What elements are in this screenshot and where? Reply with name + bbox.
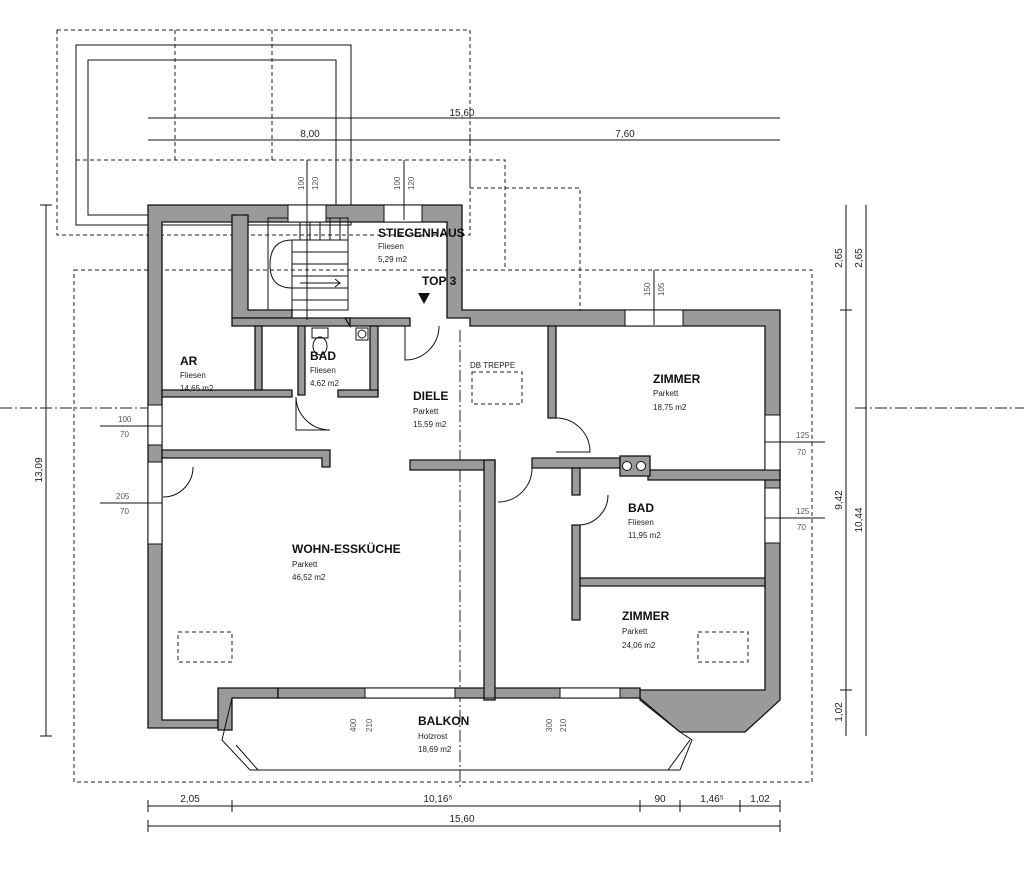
dim-top-left: 8,00 [300, 129, 320, 140]
doors [162, 325, 609, 526]
note-b1-top: 400 [349, 718, 358, 732]
note-l2-bot: 70 [120, 507, 129, 516]
room-ar-floor: Fliesen [180, 371, 206, 380]
note-r2-bot: 70 [797, 523, 806, 532]
entrance-arrow-icon [418, 293, 430, 304]
note-r1-bot: 70 [797, 448, 806, 457]
note-l2-top: 205 [116, 492, 130, 501]
room-zimmer2-name: ZIMMER [622, 609, 670, 623]
note-r1-top: 125 [796, 431, 810, 440]
note-l1-bot: 70 [120, 430, 129, 439]
room-zimmer2-area: 24,06 m2 [622, 641, 656, 650]
left-dimensions: 13,09 [34, 204, 52, 737]
room-ar-area: 14,65 m2 [180, 384, 214, 393]
dim-right-a: 2,65 [834, 248, 845, 268]
balcony [221, 697, 693, 771]
room-stiegenhaus-floor: Fliesen [378, 242, 404, 251]
upper-floor-outline [56, 29, 813, 783]
room-bad2-area: 11,95 m2 [628, 531, 661, 540]
room-balkon-name: BALKON [418, 714, 469, 728]
dim-bottom-d: 1,46⁵ [700, 794, 724, 805]
axis-lines [0, 330, 1024, 790]
note-w1-top: 100 [297, 176, 306, 190]
top-label: TOP 3 [422, 274, 457, 288]
room-zimmer2-floor: Parkett [622, 627, 648, 636]
bottom-dimensions: 2,05 10,16⁵ 90 1,46⁵ 1,02 15,60 [147, 794, 781, 832]
note-r2-top: 125 [796, 507, 810, 516]
room-wohn-floor: Parkett [292, 560, 318, 569]
room-ar-name: AR [180, 354, 198, 368]
note-w3-top: 150 [643, 282, 652, 296]
windows [147, 204, 781, 699]
note-w1-bot: 120 [311, 176, 320, 190]
dim-top-right: 7,60 [615, 129, 635, 140]
room-diele-area: 15,59 m2 [413, 420, 447, 429]
note-w3-bot: 105 [657, 282, 666, 296]
room-balkon-area: 18,69 m2 [418, 745, 452, 754]
room-bad1-floor: Fliesen [310, 366, 336, 375]
dim-bottom-c: 90 [654, 794, 666, 805]
dim-right-d: 10,44 [854, 507, 865, 532]
room-diele-floor: Parkett [413, 407, 439, 416]
room-bad2-name: BAD [628, 501, 654, 515]
dim-right-c: 9,42 [834, 490, 845, 510]
db-treppe-label: DB TREPPE [470, 361, 515, 370]
furniture-outlines [177, 371, 749, 663]
dim-right-b: 2,65 [854, 248, 865, 268]
staircase [267, 217, 349, 311]
room-wohn-area: 46,52 m2 [292, 573, 326, 582]
room-labels: STIEGENHAUS Fliesen 5,29 m2 TOP 3 AR Fli… [180, 226, 701, 754]
window-notes: 100 120 100 120 150 105 100 70 205 70 12… [100, 160, 825, 732]
right-dimensions: 2,65 2,65 9,42 10,44 1,02 [834, 205, 867, 736]
dim-bottom-total: 15,60 [449, 814, 474, 825]
dim-bottom-a: 2,05 [180, 794, 200, 805]
room-bad1-area: 4,62 m2 [310, 379, 339, 388]
room-balkon-floor: Holzrost [418, 732, 448, 741]
room-wohn-name: WOHN-ESSKÜCHE [292, 541, 401, 556]
sanitary [311, 327, 369, 356]
room-diele-name: DIELE [413, 389, 448, 403]
room-zimmer1-name: ZIMMER [653, 372, 701, 386]
note-w2-bot: 120 [407, 176, 416, 190]
room-zimmer1-floor: Parkett [653, 389, 679, 398]
room-bad2-floor: Fliesen [628, 518, 654, 527]
note-l1-top: 100 [118, 415, 132, 424]
walls [147, 204, 781, 733]
dim-top-total: 15,60 [449, 108, 474, 119]
note-b1-bot: 210 [365, 718, 374, 732]
room-stiegenhaus-area: 5,29 m2 [378, 255, 407, 264]
dim-left-height: 13,09 [34, 457, 45, 482]
room-zimmer1-area: 18,75 m2 [653, 403, 687, 412]
dim-bottom-e: 1,02 [750, 794, 770, 805]
room-stiegenhaus-name: STIEGENHAUS [378, 226, 465, 240]
note-w2-top: 100 [393, 176, 402, 190]
dim-right-e: 1,02 [834, 702, 845, 722]
top-dimensions: 15,60 8,00 7,60 [148, 108, 780, 146]
dim-bottom-b: 10,16⁵ [423, 794, 452, 805]
note-b2-bot: 210 [559, 718, 568, 732]
note-b2-top: 300 [545, 718, 554, 732]
room-bad1-name: BAD [310, 349, 336, 363]
